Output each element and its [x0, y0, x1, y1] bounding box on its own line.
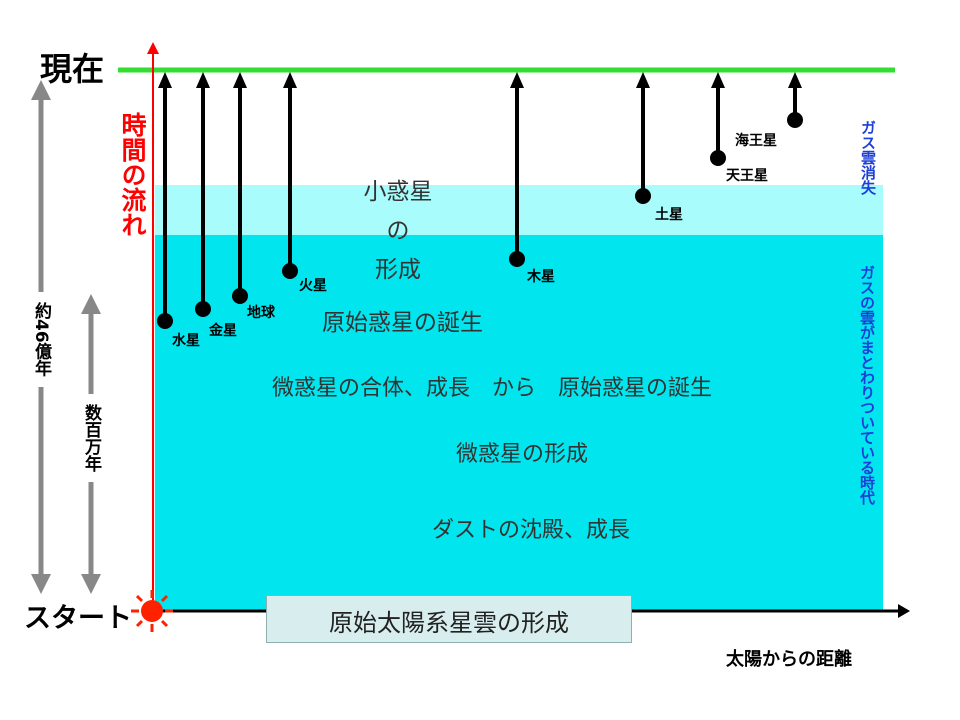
planet-timeline-mercury: [157, 72, 173, 329]
planet-timeline-jupiter: [509, 72, 525, 267]
planet-timelines: [157, 72, 803, 329]
start-label: スタート: [24, 603, 132, 634]
asteroid-label-line3: 形成: [375, 257, 421, 283]
sun-icon: [131, 590, 173, 632]
planet-label-mercury: 水星: [172, 333, 200, 349]
nebula-box: [266, 595, 632, 643]
asteroid-label-line2: の: [386, 218, 410, 244]
planet-timeline-venus: [195, 72, 211, 317]
planet-timeline-earth: [232, 72, 248, 304]
planetesimal-label: 微惑星の形成: [456, 442, 589, 467]
nebula-label: 原始太陽系星雲の形成: [329, 609, 569, 637]
planet-label-venus: 金星: [209, 323, 237, 339]
merge-growth-label: 微惑星の合体、成長 から 原始惑星の誕生: [272, 376, 713, 401]
time-flow-label: 時間の流れ: [118, 112, 147, 237]
dust-label: ダストの沈殿、成長: [432, 518, 631, 543]
gas-gone-label: ガス雲消失: [859, 120, 877, 195]
gas-cloud-region: [155, 235, 883, 611]
planet-label-uranus: 天王星: [726, 168, 768, 184]
planet-label-jupiter: 木星: [527, 269, 555, 285]
planet-label-saturn: 土星: [655, 207, 683, 223]
planet-timeline-neptune: [787, 72, 803, 128]
gas-era-label: ガスの雲がまとわりついている時代: [858, 265, 876, 505]
planet-label-neptune: 海王星: [735, 133, 777, 149]
span-short-label: 数百万年: [79, 394, 104, 482]
distance-axis-label: 太陽からの距離: [726, 649, 852, 670]
proto-planet-label: 原始惑星の誕生: [322, 310, 483, 336]
planet-label-mars: 火星: [299, 278, 327, 294]
asteroid-label-line1: 小惑星: [363, 179, 433, 205]
planet-timeline-uranus: [710, 72, 726, 166]
planet-label-earth: 地球: [247, 305, 275, 321]
present-label: 現在: [40, 50, 105, 88]
distance-axis-arrowhead: [898, 604, 910, 618]
time-axis-arrowhead: [147, 42, 159, 54]
span-long-label: 約46億年: [29, 292, 54, 387]
planet-timeline-saturn: [635, 72, 651, 204]
planet-timeline-mars: [282, 72, 298, 279]
